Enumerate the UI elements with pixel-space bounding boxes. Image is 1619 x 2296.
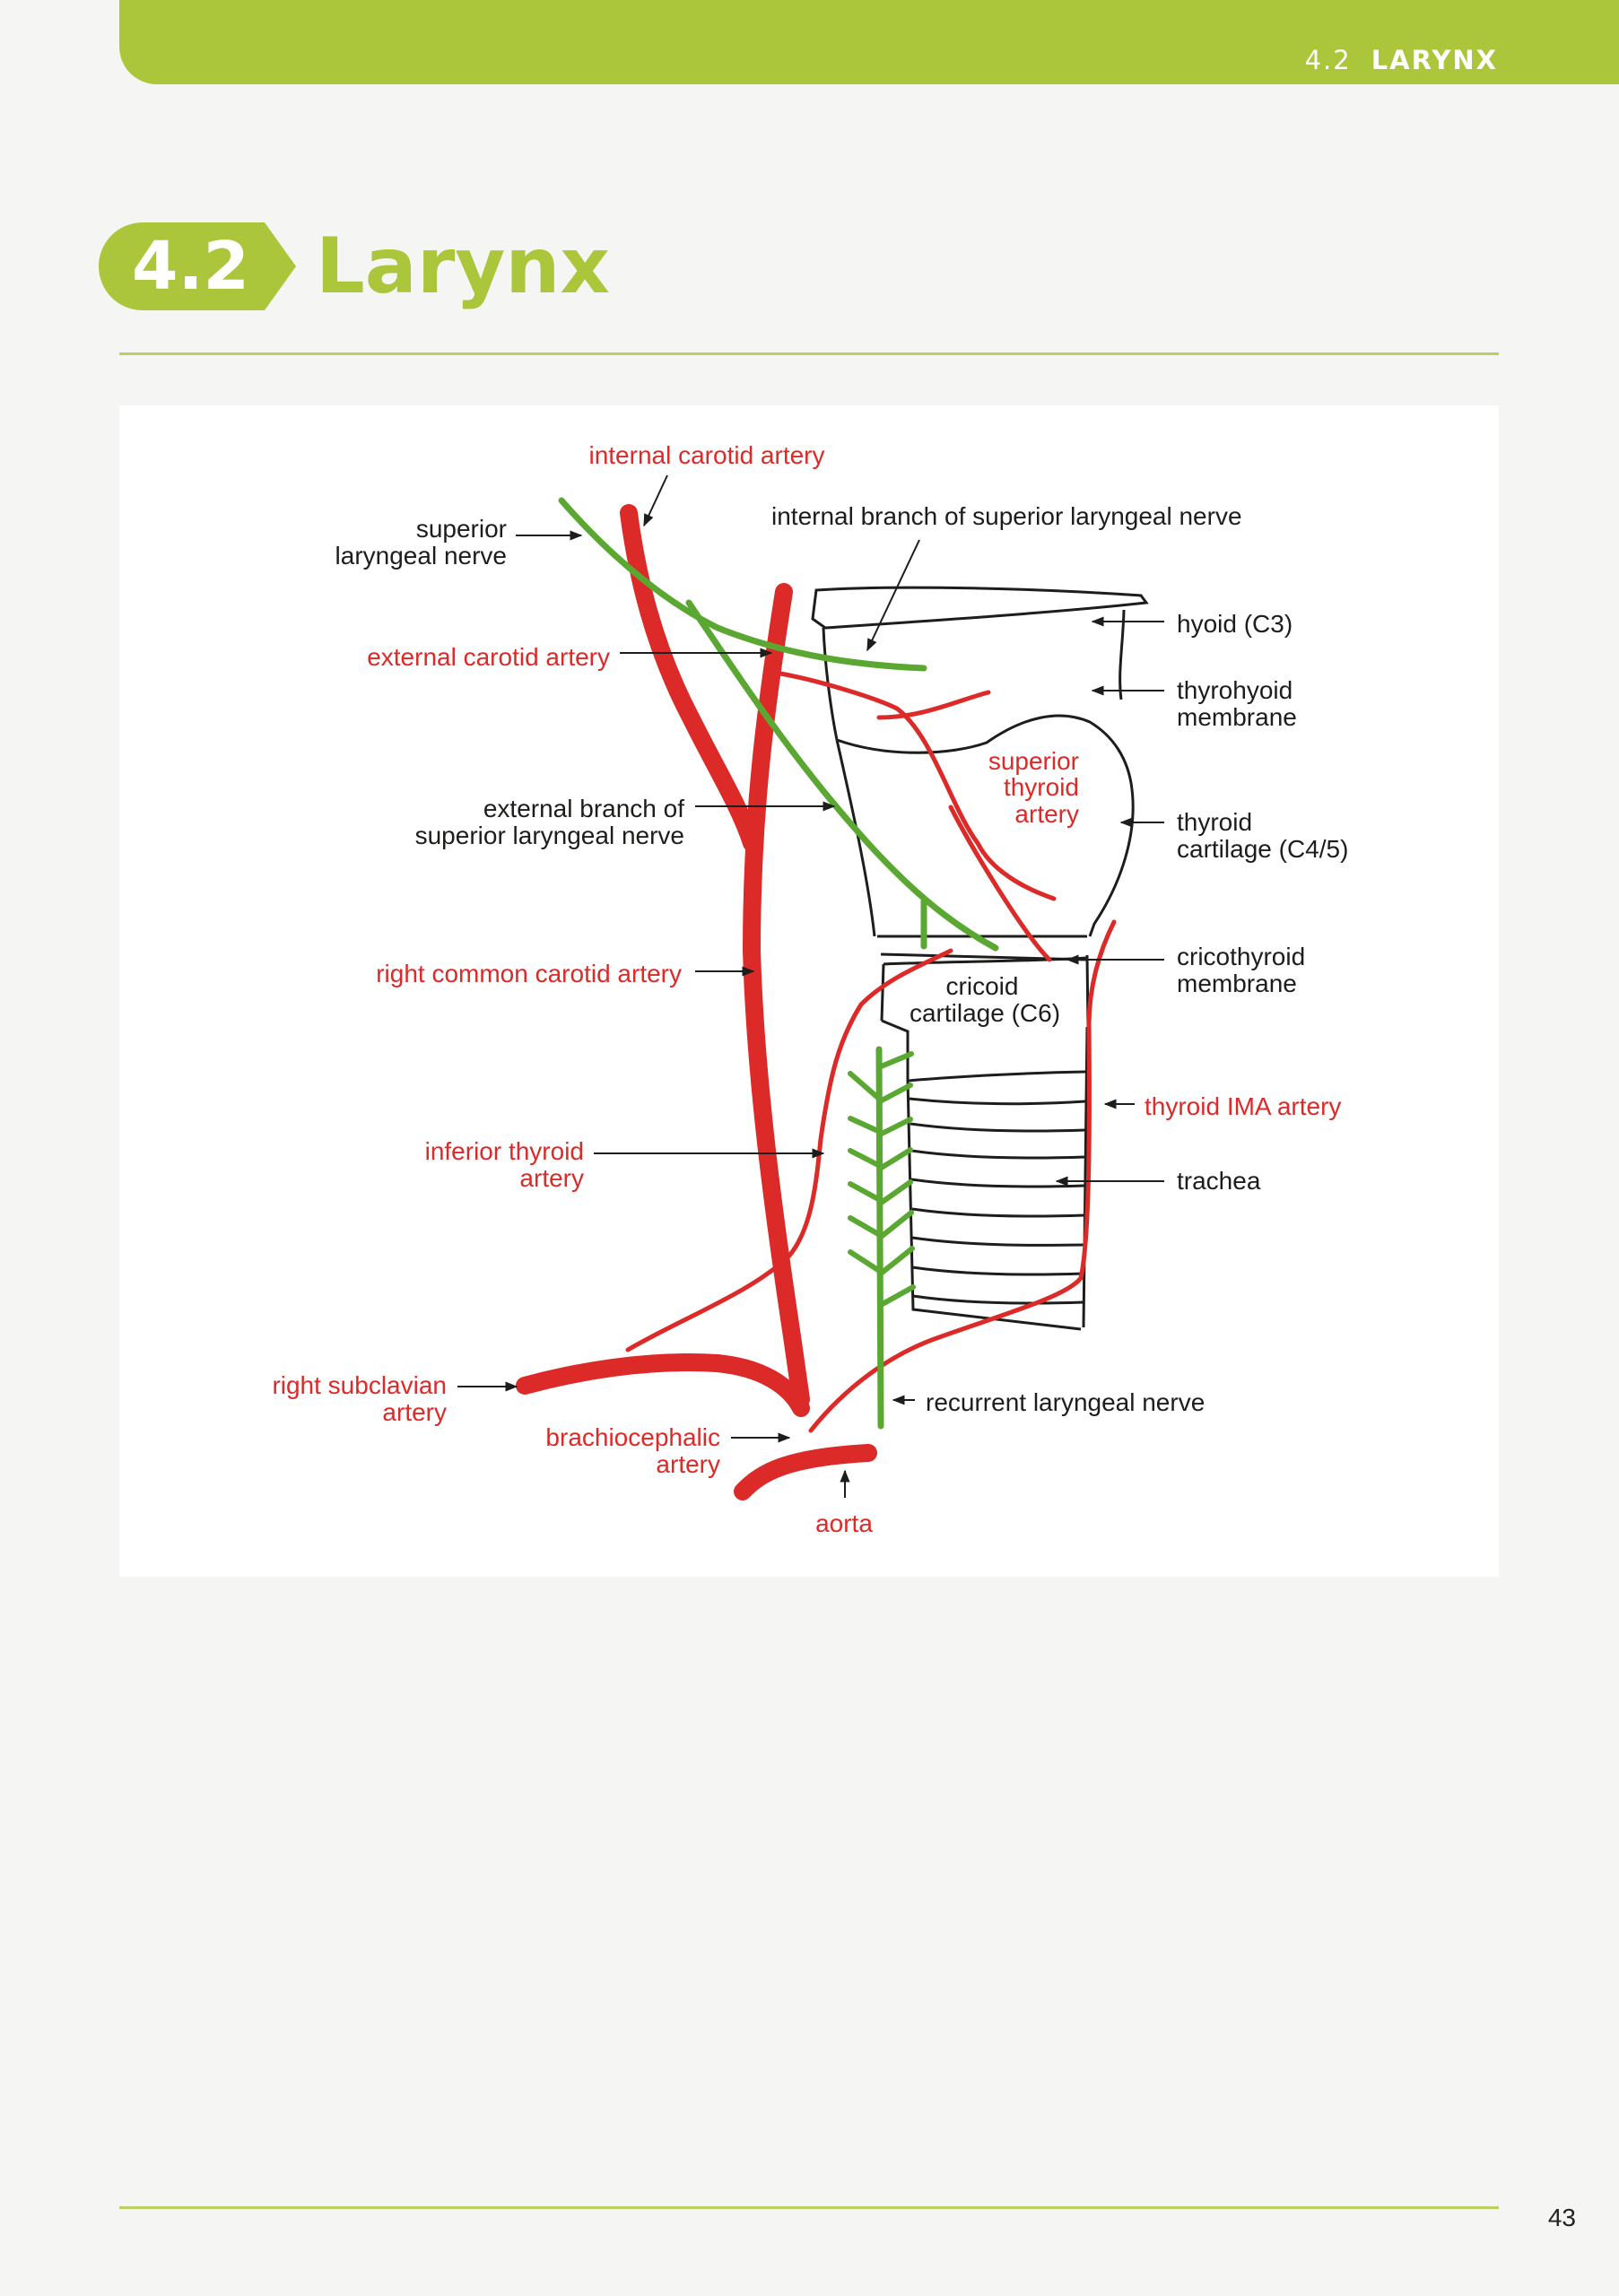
nerves [558,497,999,1430]
larynx-diagram: internal carotid artery superior larynge… [272,441,1348,1537]
leader-lines [457,474,1164,1498]
label-superior-laryngeal-nerve-line1: superior [416,515,507,543]
label-cricothyroid-line1: cricothyroid [1177,943,1305,970]
label-thyrohyoid-line1: thyrohyoid [1177,676,1293,704]
footer-divider [119,2206,1499,2209]
label-thyroid-cartilage-line2: cartilage (C4/5) [1177,835,1348,863]
section-number-badge: 4.2 [99,222,296,310]
page-number: 43 [1547,2204,1576,2231]
recurrent-laryngeal-nerve-branches [848,1051,916,1308]
larynx-outline [811,586,1149,1331]
running-head-title: LARYNX [1371,45,1498,75]
label-internal-carotid-artery: internal carotid artery [588,441,824,469]
label-external-branch-line2: superior laryngeal nerve [415,822,684,849]
aorta [734,1444,877,1500]
cricoid-cartilage-outline [881,956,1089,1328]
superior-laryngeal-nerve [558,497,927,672]
thyroid-cartilage-outline [835,714,1135,937]
label-cricoid-line2: cartilage (C6) [910,999,1060,1027]
label-inferior-thyroid-line1: inferior thyroid [425,1137,584,1165]
thyroid-ima-artery [808,919,1117,1433]
arteries [516,504,1117,1500]
label-brachiocephalic-line2: artery [656,1450,720,1478]
badge-number: 4.2 [131,228,250,305]
label-trachea: trachea [1177,1167,1261,1195]
page-title: Larynx [316,222,611,311]
label-inferior-thyroid-line2: artery [519,1164,584,1192]
label-hyoid: hyoid (C3) [1177,610,1293,638]
header-band: 4.2 LARYNX [119,0,1619,84]
larynx-figure: internal carotid artery superior larynge… [119,405,1499,1577]
label-right-subclavian-line1: right subclavian [272,1371,447,1399]
label-superior-thyroid-line1: superior [988,747,1079,775]
label-thyroid-cartilage-line1: thyroid [1177,808,1252,836]
label-thyrohyoid-line2: membrane [1177,703,1297,731]
label-cricoid-line1: cricoid [946,972,1019,1000]
label-superior-thyroid-line2: thyroid [1004,773,1079,801]
external-branch-superior-laryngeal-nerve [685,599,999,952]
internal-carotid-artery [620,504,761,852]
running-head: 4.2 LARYNX [1305,45,1498,75]
label-aorta: aorta [815,1509,873,1537]
label-right-common-carotid-artery: right common carotid artery [376,960,682,987]
inferior-thyroid-artery [625,948,953,1352]
superior-thyroid-artery [773,670,1057,962]
label-brachiocephalic-line1: brachiocephalic [545,1423,720,1451]
thyrohyoid-membrane-outline [822,609,1126,741]
right-common-carotid-artery [742,583,810,1408]
label-right-subclavian-line2: artery [382,1398,447,1426]
badge-arrow-shape [99,222,296,310]
trachea-outline [906,1070,1086,1331]
right-subclavian-artery [516,1353,810,1417]
label-thyroid-ima-artery: thyroid IMA artery [1145,1092,1341,1120]
label-cricothyroid-line2: membrane [1177,970,1297,997]
running-head-number: 4.2 [1304,45,1352,75]
label-superior-laryngeal-nerve-line2: laryngeal nerve [335,542,507,570]
cricothyroid-outline [877,935,1090,1028]
label-internal-branch: internal branch of superior laryngeal ne… [771,502,1242,530]
label-superior-thyroid-line3: artery [1014,800,1079,828]
hyoid-bone [811,586,1149,630]
label-external-branch-line1: external branch of [483,795,684,822]
title-divider [119,352,1499,355]
label-external-carotid-artery: external carotid artery [367,643,610,671]
label-recurrent-laryngeal-nerve: recurrent laryngeal nerve [926,1388,1205,1416]
